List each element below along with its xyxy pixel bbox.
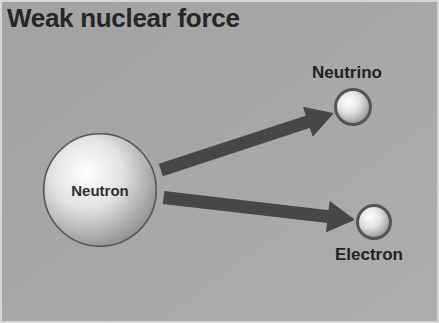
particle-label: Electron	[335, 245, 403, 265]
arrow-head	[327, 202, 355, 232]
arrow	[161, 107, 333, 170]
particle-sphere: Electron	[357, 205, 391, 239]
sphere	[358, 206, 391, 239]
arrow-shaft	[161, 122, 309, 170]
sphere	[44, 134, 157, 247]
sphere-outline	[335, 89, 371, 125]
particle-sphere: Neutrino	[335, 89, 371, 125]
arrow	[164, 197, 355, 231]
sphere-outline	[357, 205, 391, 239]
sphere	[336, 90, 371, 125]
diagram-title: Weak nuclear force	[7, 3, 240, 34]
arrow-shaft	[164, 197, 329, 216]
particle-label: Neutrino	[312, 63, 382, 83]
particle-sphere: Neutron	[42, 132, 158, 248]
arrow-head	[304, 107, 333, 136]
particle-label: Neutron	[71, 182, 129, 199]
